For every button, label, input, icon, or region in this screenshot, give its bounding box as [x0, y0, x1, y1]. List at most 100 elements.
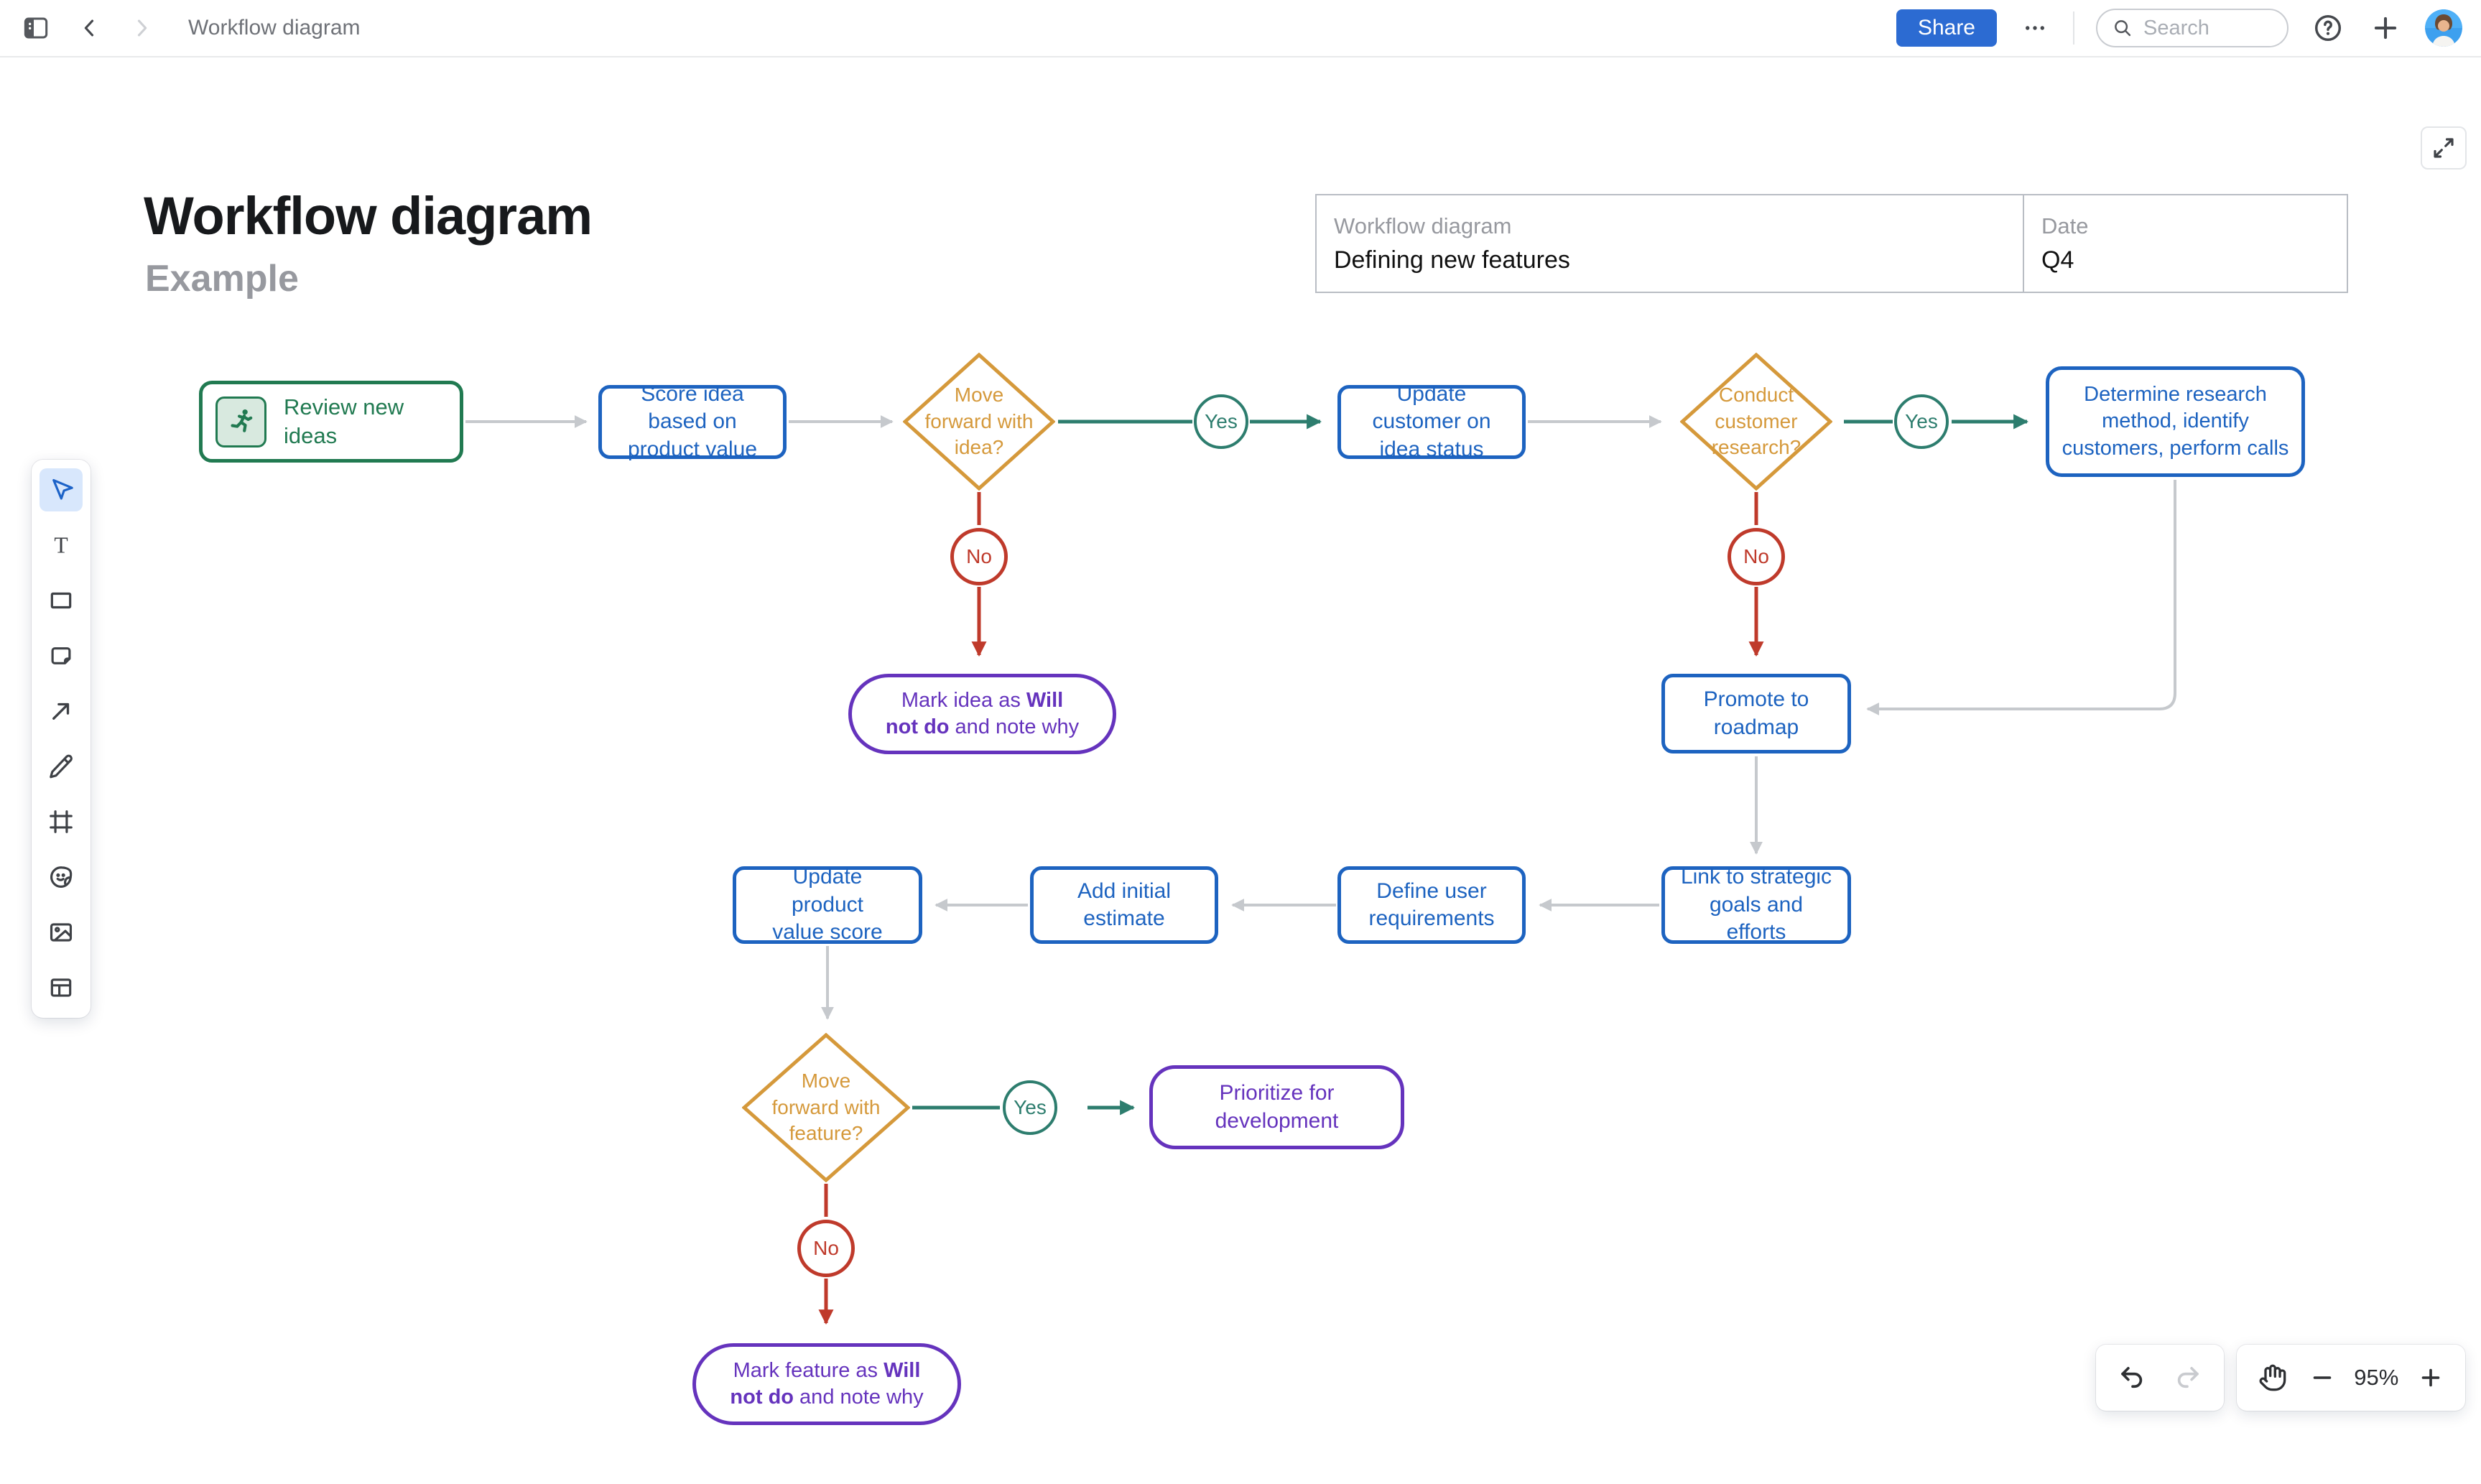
info-table[interactable]: Workflow diagram Defining new features D…: [1315, 194, 2348, 293]
zoom-out-button[interactable]: [2306, 1362, 2338, 1393]
board-subtitle-text[interactable]: Example: [145, 257, 299, 300]
help-button[interactable]: [2310, 10, 2346, 46]
info-table-label: Workflow diagram: [1334, 213, 2005, 239]
topbar-divider: [2073, 11, 2074, 45]
history-panel: [2096, 1345, 2224, 1411]
sticker-icon: [47, 863, 75, 891]
flow-decision-label: Move forward with feature?: [769, 1068, 884, 1146]
expand-fullscreen-button[interactable]: [2421, 126, 2467, 170]
more-actions-button[interactable]: [2018, 11, 2051, 45]
tool-sticker[interactable]: [40, 855, 83, 899]
tool-shape[interactable]: [40, 579, 83, 622]
tool-image[interactable]: [40, 911, 83, 954]
flow-node-define-user-requirements[interactable]: Define user requirements: [1337, 866, 1526, 944]
info-table-label: Date: [2041, 213, 2329, 239]
topbar: Workflow diagram Share: [0, 0, 2481, 57]
forward-button[interactable]: [126, 13, 157, 43]
connector-label-no[interactable]: No: [797, 1220, 855, 1277]
flow-decision-move-forward-feature[interactable]: Move forward with feature?: [742, 1033, 910, 1182]
flow-node-review-new-ideas[interactable]: Review new ideas: [199, 381, 463, 463]
runner-icon: [215, 396, 266, 447]
board-title-text[interactable]: Workflow diagram: [144, 185, 592, 246]
plus-icon: [2418, 1365, 2444, 1391]
flow-node-determine-research[interactable]: Determine research method, identify cust…: [2046, 366, 2305, 477]
flow-decision-move-forward-idea[interactable]: Move forward with idea?: [903, 353, 1055, 491]
tool-frame[interactable]: [40, 800, 83, 843]
flow-decision-label: Conduct customer research?: [1699, 382, 1814, 460]
flow-node-label: Determine research method, identify cust…: [2056, 381, 2294, 461]
flow-node-update-customer[interactable]: Update customer on idea status: [1337, 385, 1526, 459]
minus-icon: [2309, 1365, 2335, 1391]
flow-node-link-strategic-goals[interactable]: Link to strategic goals and efforts: [1661, 866, 1851, 944]
connector-label-no[interactable]: No: [1728, 528, 1785, 585]
text-tool-icon: T: [47, 532, 75, 559]
flow-node-label: Promote to roadmap: [1687, 686, 1826, 741]
flow-node-update-product-value[interactable]: Update product value score: [733, 866, 922, 944]
tool-pen[interactable]: [40, 745, 83, 788]
document-title: Workflow diagram: [188, 16, 361, 40]
undo-button[interactable]: [2115, 1360, 2151, 1396]
connector-label-yes[interactable]: Yes: [1194, 394, 1248, 449]
flow-node-mark-idea-will-not-do[interactable]: Mark idea as Will not do and note why: [848, 674, 1116, 754]
sidebar-toggle-button[interactable]: [19, 11, 53, 45]
plus-icon: [2370, 13, 2401, 43]
tool-template[interactable]: [40, 966, 83, 1009]
ellipsis-icon: [2021, 14, 2049, 42]
flow-node-label: Define user requirements: [1368, 878, 1494, 933]
zoom-panel: 95%: [2237, 1345, 2465, 1411]
redo-icon: [2172, 1363, 2202, 1393]
flow-node-label: Link to strategic goals and efforts: [1678, 863, 1835, 946]
sidebar-toggle-icon: [22, 14, 50, 42]
flow-node-add-initial-estimate[interactable]: Add initial estimate: [1030, 866, 1218, 944]
user-avatar[interactable]: [2425, 9, 2462, 47]
create-button[interactable]: [2368, 10, 2403, 46]
template-layout-icon: [47, 974, 75, 1001]
rectangle-icon: [47, 587, 75, 614]
flow-decision-conduct-research[interactable]: Conduct customer research?: [1680, 353, 1832, 491]
image-icon: [47, 919, 75, 946]
pencil-icon: [47, 753, 75, 780]
flow-node-label: Update customer on idea status: [1353, 381, 1511, 463]
hand-icon: [2258, 1363, 2287, 1392]
info-table-value: Defining new features: [1334, 246, 2005, 274]
tool-connector[interactable]: [40, 690, 83, 733]
zoom-in-button[interactable]: [2415, 1362, 2447, 1393]
connector-label-yes[interactable]: Yes: [1894, 394, 1949, 449]
pan-tool-button[interactable]: [2255, 1360, 2290, 1395]
whiteboard-canvas[interactable]: Workflow diagram Example Workflow diagra…: [0, 57, 2481, 1427]
arrow-up-right-icon: [47, 697, 75, 725]
chevron-left-icon: [78, 16, 102, 40]
expand-icon: [2431, 135, 2457, 161]
redo-button[interactable]: [2169, 1360, 2205, 1396]
flow-node-label: Add initial estimate: [1044, 878, 1205, 933]
question-mark-icon: [2313, 13, 2343, 43]
flow-node-label: Mark feature as Will not do and note why: [728, 1358, 926, 1411]
flow-node-promote-to-roadmap[interactable]: Promote to roadmap: [1661, 674, 1851, 753]
sticky-note-icon: [47, 642, 75, 669]
chevron-right-icon: [129, 16, 154, 40]
search-box[interactable]: [2096, 9, 2288, 47]
tool-palette: T: [32, 460, 91, 1018]
back-button[interactable]: [75, 13, 105, 43]
tool-sticky-note[interactable]: [40, 634, 83, 677]
flow-node-label: Review new ideas: [284, 393, 460, 450]
undo-icon: [2118, 1363, 2148, 1393]
tool-select[interactable]: [40, 468, 83, 511]
tool-text[interactable]: T: [40, 524, 83, 567]
share-button[interactable]: Share: [1896, 9, 1997, 47]
flow-node-label: Score idea based on product value: [613, 381, 771, 463]
cursor-icon: [47, 476, 75, 504]
connector-label-no[interactable]: No: [950, 528, 1008, 585]
frame-icon: [47, 808, 75, 835]
info-table-cell-description[interactable]: Workflow diagram Defining new features: [1317, 195, 2024, 292]
flow-node-label: Mark idea as Will not do and note why: [885, 687, 1080, 741]
connector-label-yes[interactable]: Yes: [1003, 1080, 1057, 1135]
flow-node-mark-feature-will-not-do[interactable]: Mark feature as Will not do and note why: [692, 1343, 961, 1425]
flow-node-score-idea[interactable]: Score idea based on product value: [598, 385, 787, 459]
zoom-level[interactable]: 95%: [2354, 1365, 2398, 1391]
search-input[interactable]: [2143, 17, 2266, 40]
info-table-value: Q4: [2041, 246, 2329, 274]
info-table-cell-date[interactable]: Date Q4: [2024, 195, 2347, 292]
svg-text:T: T: [54, 532, 68, 557]
flow-node-prioritize-development[interactable]: Prioritize for development: [1149, 1065, 1404, 1149]
